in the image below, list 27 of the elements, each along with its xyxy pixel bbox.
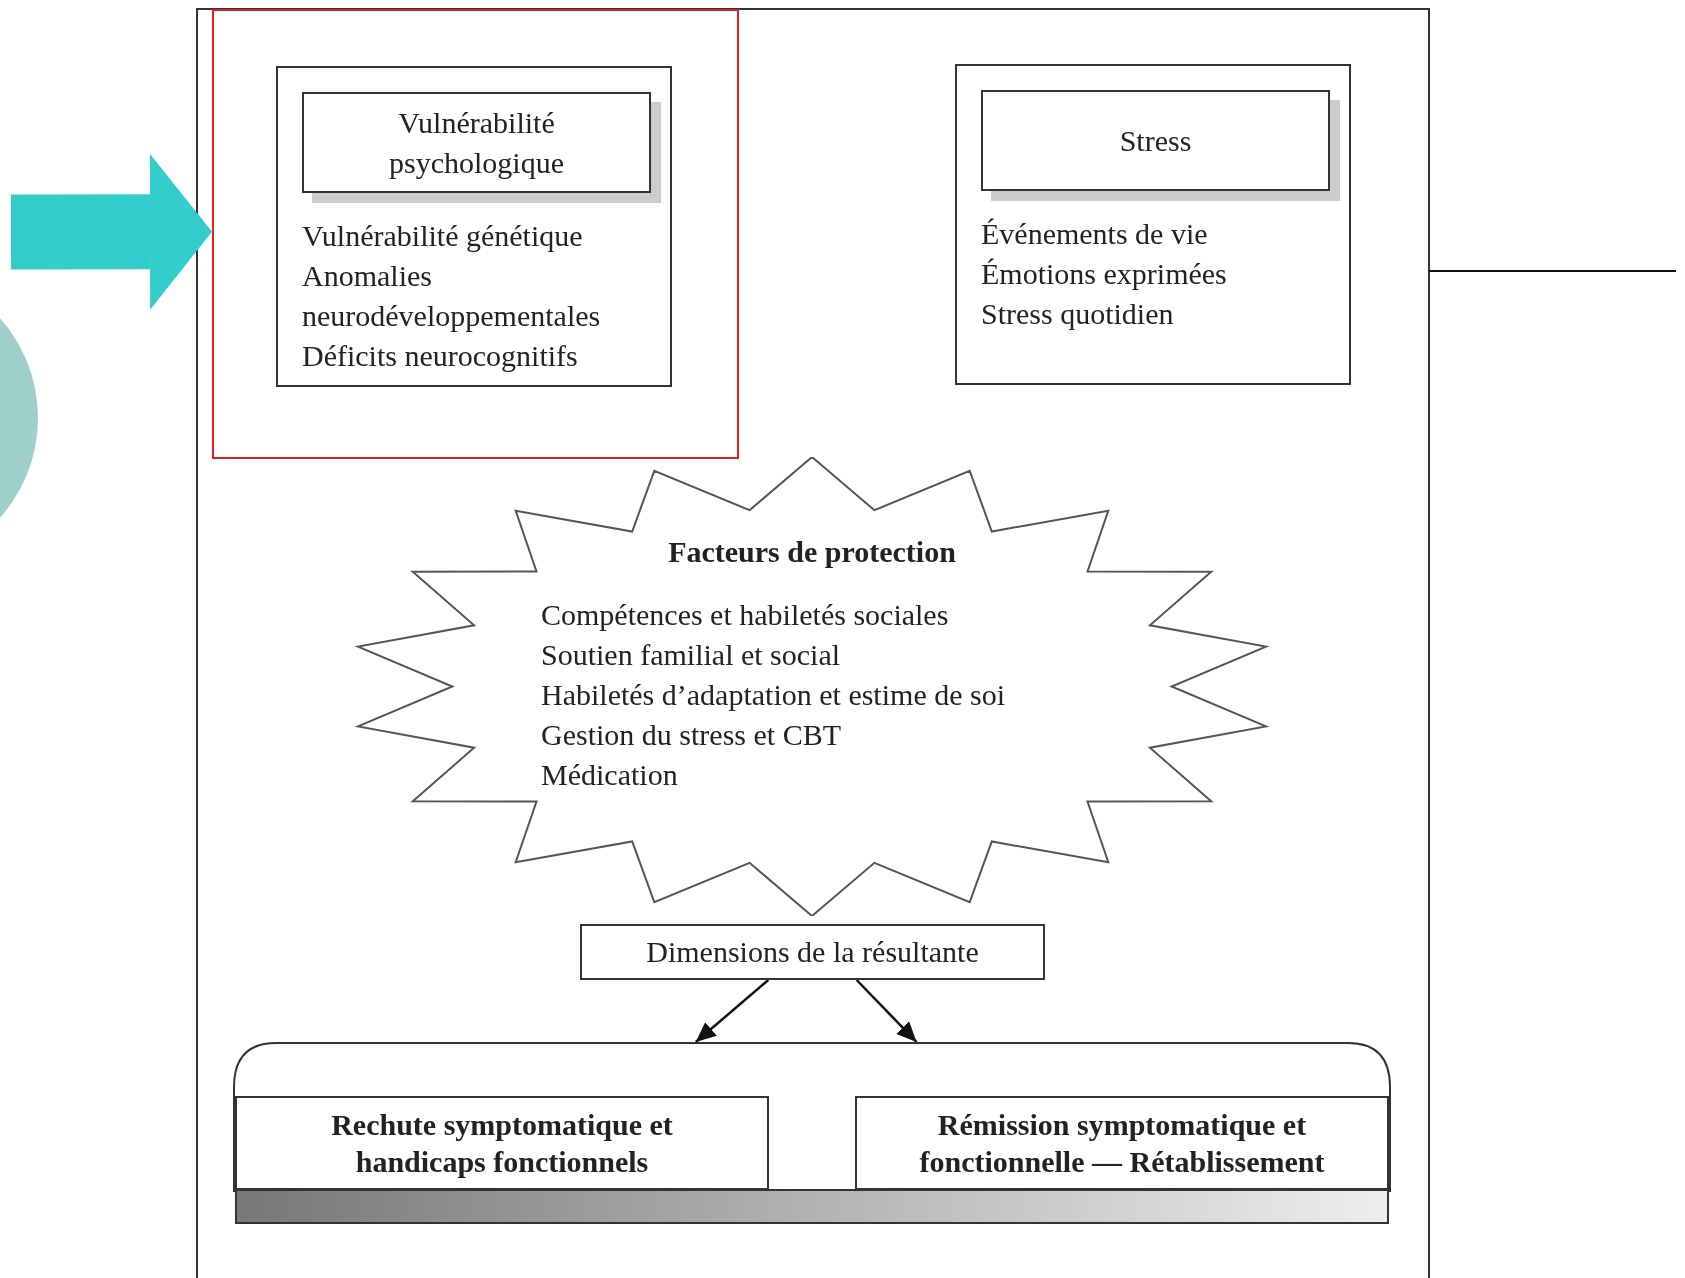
result-box (580, 924, 1045, 980)
outcome-box (235, 1096, 769, 1190)
gradient-bar (235, 1189, 1389, 1224)
box-label: Rechute symptomatique et handicaps fonctionnels (330, 1107, 674, 1180)
box-label: Rémission symptomatique et fonctionnelle — Rétablissement (918, 1107, 1326, 1180)
list-item: Gestion du stress et CBT (541, 717, 841, 753)
arrow (695, 979, 770, 1043)
arrow (10, 153, 212, 310)
list-item: Anomalies neurodéveloppementales (302, 258, 602, 334)
list-item: Compétences et habiletés sociales (541, 597, 949, 633)
list-item: Événements de vie (981, 216, 1208, 252)
star-heading: Facteurs de protection (668, 534, 956, 570)
list-item: Émotions exprimées (981, 256, 1227, 292)
outline-box (212, 9, 739, 459)
list-item: Déficits neurocognitifs (302, 338, 578, 374)
list-item: Stress quotidien (981, 296, 1174, 332)
content-box (955, 64, 1351, 385)
box-heading: Vulnérabilité psychologique (388, 104, 565, 181)
content-box (276, 66, 672, 387)
arrow (855, 979, 918, 1043)
list-item: Habiletés d’adaptation et estime de soi (541, 677, 1006, 713)
list-item: Soutien familial et social (541, 637, 841, 673)
list-item: Vulnérabilité génétique (302, 218, 583, 254)
box-heading: Stress (1119, 122, 1192, 159)
box-label: Dimensions de la résultante (646, 934, 979, 970)
list-item: Médication (541, 757, 678, 793)
outcome-box (855, 1096, 1389, 1190)
